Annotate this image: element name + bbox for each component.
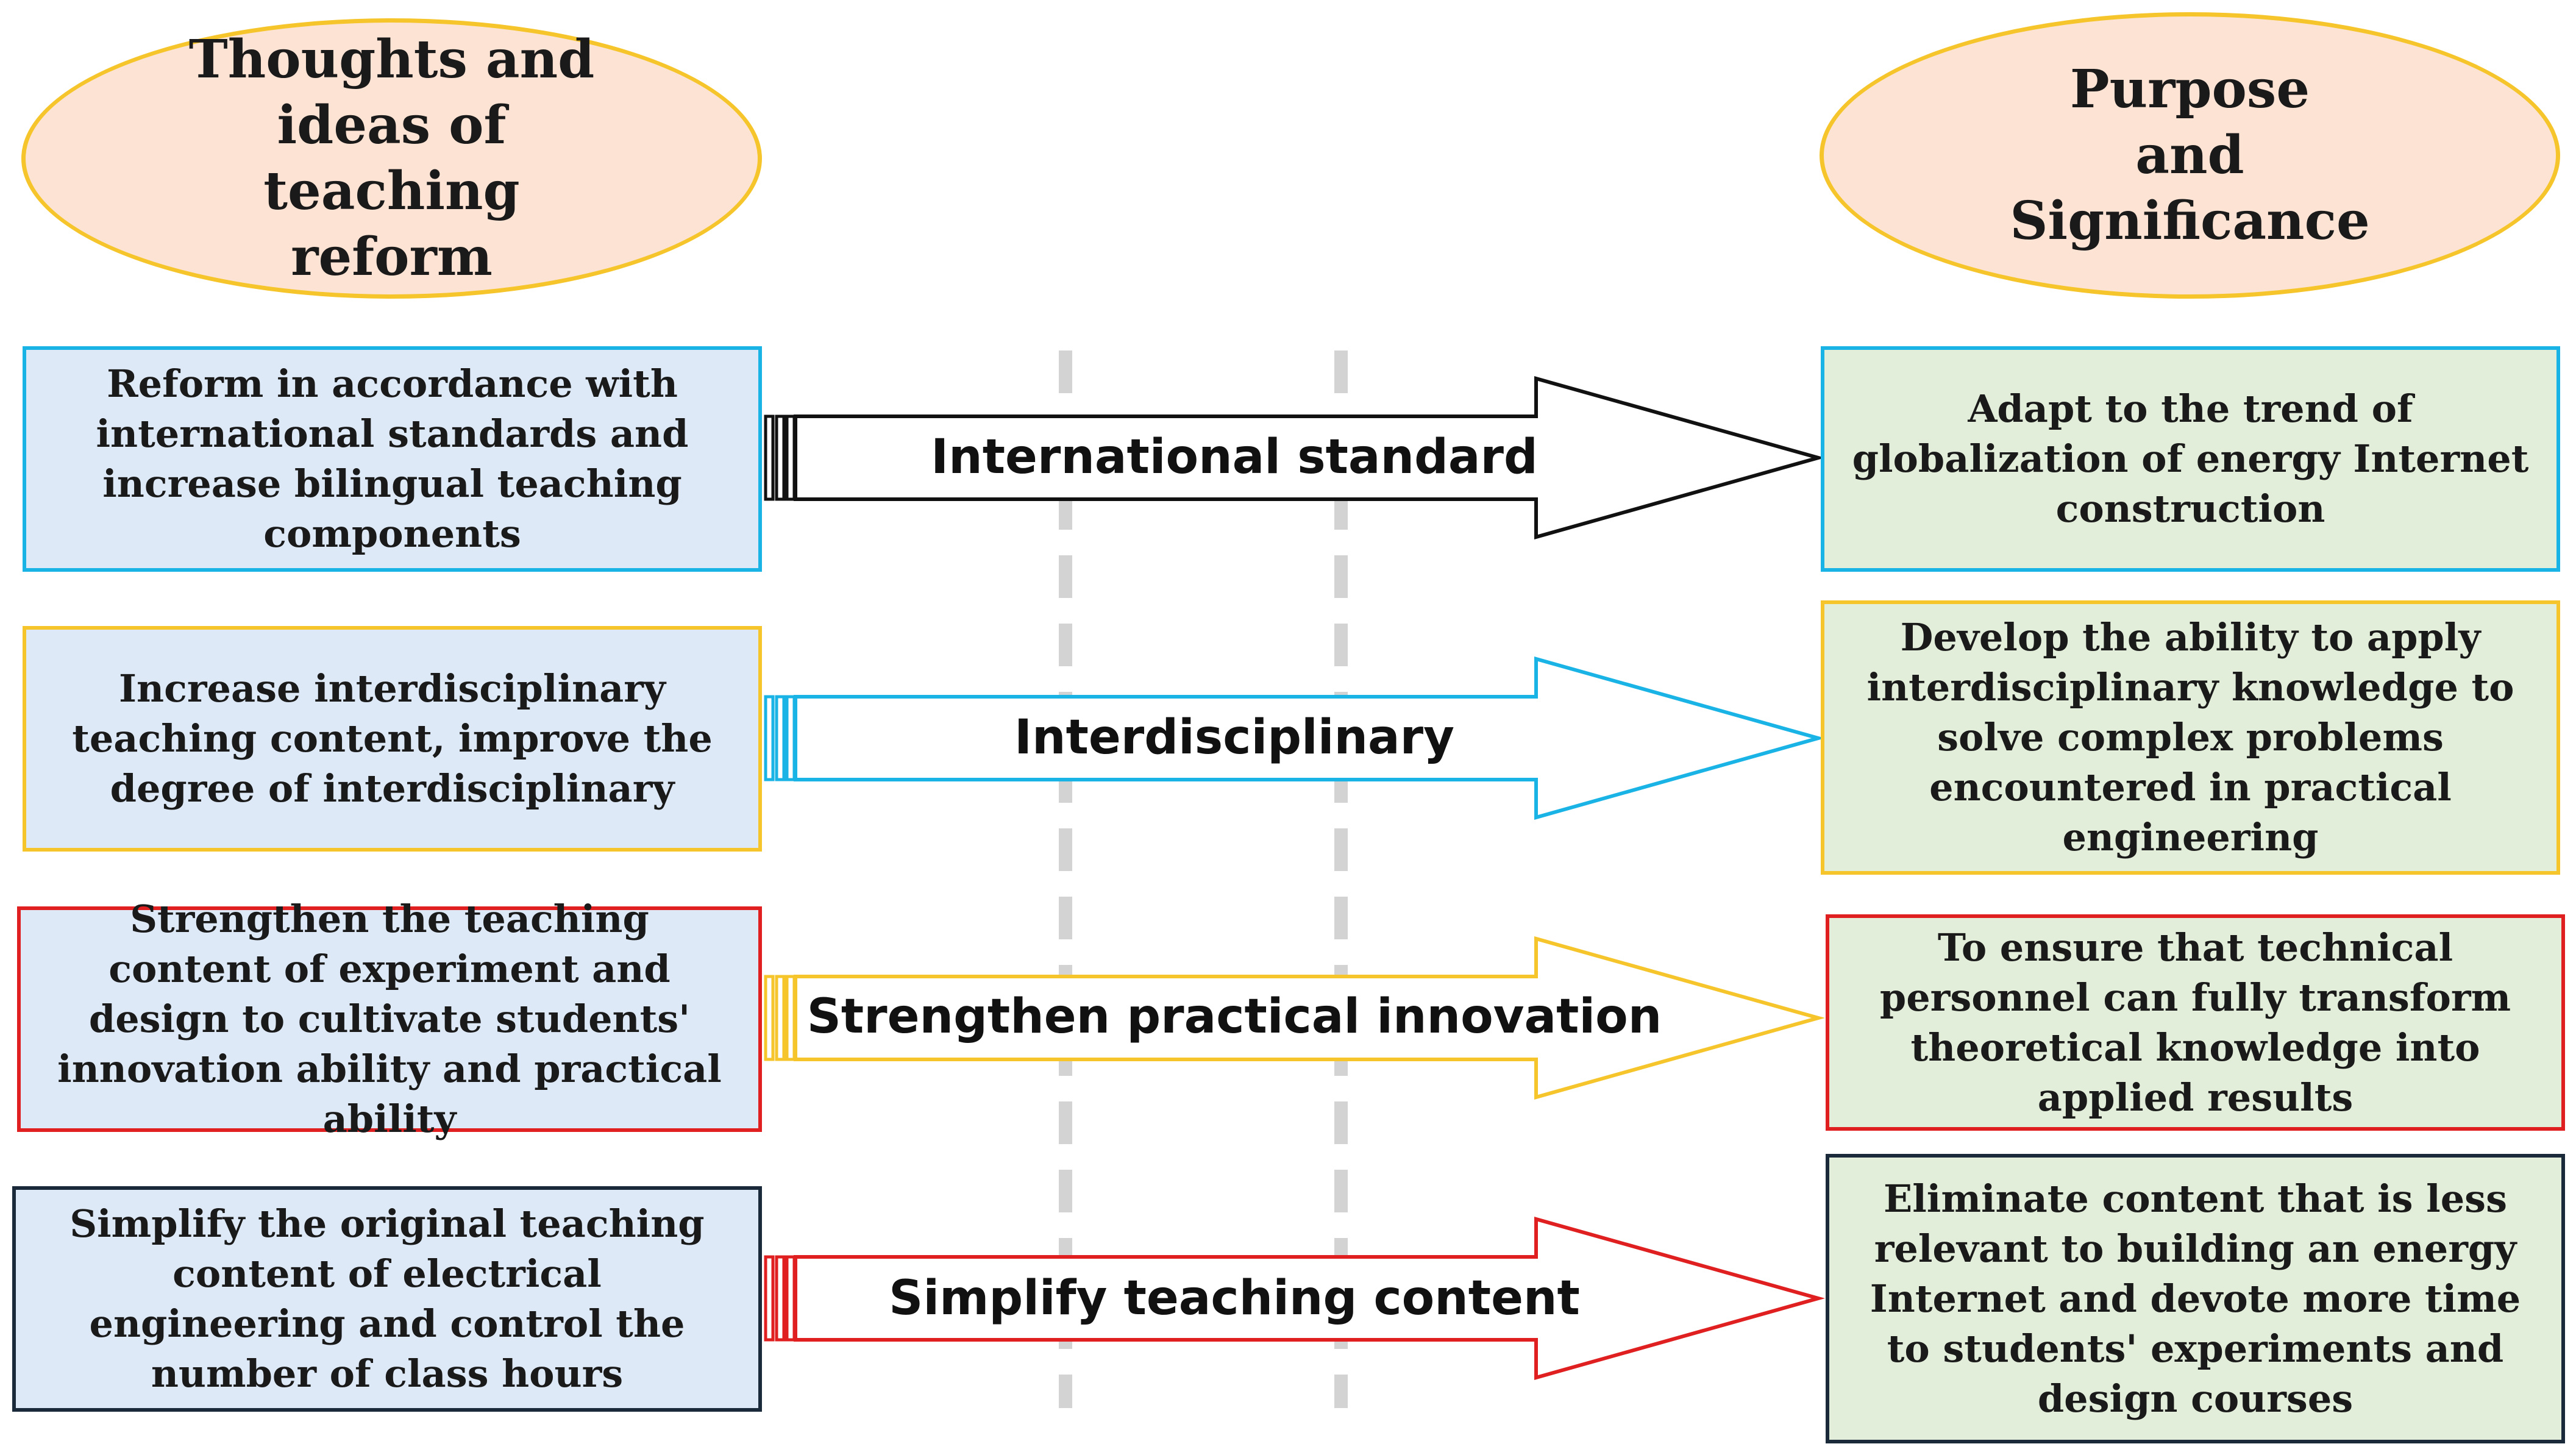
arrow-label-text-4: Simplify teaching content <box>889 1271 1580 1326</box>
purpose-text-4: Eliminate content that is less relevant … <box>1870 1176 2521 1421</box>
arrow-tail-bar <box>764 975 775 1061</box>
reform-text-4: Simplify the original teaching content o… <box>69 1201 705 1396</box>
arrow-label-3: Strengthen practical innovation <box>799 980 1670 1053</box>
reform-text-2: Increase interdisciplinary teaching cont… <box>72 666 713 811</box>
arrow-tail-bar <box>764 414 775 501</box>
arrow-label-text-1: International standard <box>931 430 1538 485</box>
arrow-label-4: Simplify teaching content <box>799 1262 1670 1335</box>
arrow-tail-bar <box>785 975 796 1061</box>
header-right-title: Purpose and Significance <box>2010 59 2370 252</box>
arrow-tail-bar <box>785 414 796 501</box>
purpose-box-2: Develop the ability to apply interdiscip… <box>1821 600 2560 875</box>
arrow-tail-bar <box>775 975 786 1061</box>
block-arrow-1 <box>794 376 1826 539</box>
block-arrow-2 <box>794 656 1826 820</box>
purpose-text-1: Adapt to the trend of globalization of e… <box>1852 386 2529 531</box>
reform-box-3: Strengthen the teaching content of exper… <box>17 897 762 1141</box>
purpose-box-4: Eliminate content that is less relevant … <box>1826 1154 2565 1443</box>
purpose-text-3: To ensure that technical personnel can f… <box>1879 925 2511 1120</box>
arrow-tail-bar <box>775 695 786 781</box>
arrow-tail-bar <box>775 414 786 501</box>
arrow-tail-bar <box>785 695 796 781</box>
purpose-box-1: Adapt to the trend of globalization of e… <box>1821 346 2560 572</box>
purpose-box-3: To ensure that technical personnel can f… <box>1826 914 2565 1131</box>
reform-box-2: Increase interdisciplinary teaching cont… <box>23 626 762 852</box>
arrow-tail-bar <box>785 1255 796 1342</box>
purpose-text-2: Develop the ability to apply interdiscip… <box>1866 615 2514 859</box>
reform-text-3: Strengthen the teaching content of exper… <box>57 897 722 1141</box>
header-left-title: Thoughts and ideas of teaching reform <box>188 29 595 288</box>
block-arrow-4 <box>794 1217 1826 1380</box>
arrow-label-text-2: Interdisciplinary <box>1014 710 1454 765</box>
header-oval-left: Thoughts and ideas of teaching reform <box>21 18 762 299</box>
arrows-group <box>764 376 1826 1380</box>
arrow-label-1: International standard <box>799 421 1670 494</box>
reform-text-1: Reform in accordance with international … <box>96 361 689 556</box>
arrow-label-text-3: Strengthen practical innovation <box>806 989 1662 1044</box>
header-oval-right: Purpose and Significance <box>1820 12 2560 299</box>
arrow-tail-bar <box>775 1255 786 1342</box>
arrow-tail-bar <box>764 695 775 781</box>
arrow-label-2: Interdisciplinary <box>799 701 1670 774</box>
block-arrow-3 <box>794 936 1826 1100</box>
arrow-tail-bar <box>764 1255 775 1342</box>
reform-box-4: Simplify the original teaching content o… <box>12 1186 762 1412</box>
reform-box-1: Reform in accordance with international … <box>23 346 762 572</box>
